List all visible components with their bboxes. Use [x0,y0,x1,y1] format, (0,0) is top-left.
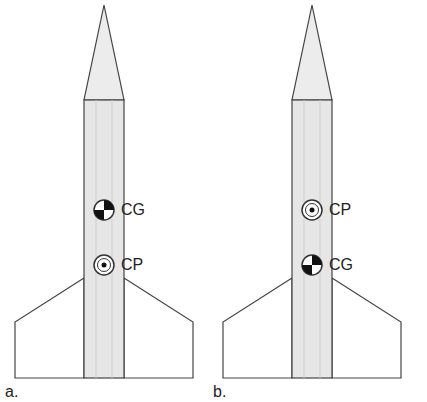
cg-label: CG [121,202,145,218]
cp-symbol [302,200,322,220]
cp-label: CP [121,257,143,273]
rocket-b [223,5,401,378]
figure-letter: b. [213,384,226,400]
cp-symbol [94,255,114,275]
cg-symbol [94,200,114,220]
cp-label: CP [329,202,351,218]
cg-symbol [302,255,322,275]
cg-label: CG [329,257,353,273]
rocket-a [15,5,193,378]
figure-letter: a. [5,384,18,400]
